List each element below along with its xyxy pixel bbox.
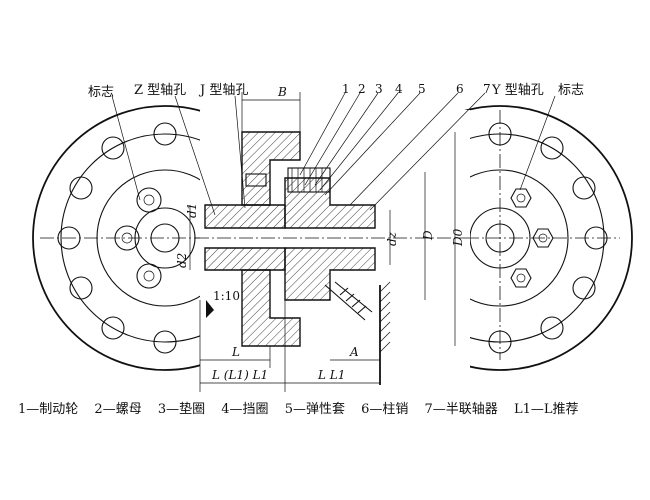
biaozhi-left-label: 标志 [88,85,114,100]
legend-item: 6—柱销 [361,402,409,417]
L-dim-label: L [231,345,240,359]
callout-4: 4 [395,82,403,96]
callout-2: 2 [358,82,366,96]
b-dim-label: B [277,85,287,99]
legend-item: 1—制动轮 [18,402,79,417]
biaozhi-right-label: 标志 [558,83,584,98]
legend-item: 4—挡圈 [221,402,269,417]
legend-item: 5—弹性套 [284,402,345,417]
dz-dim-label: dz [385,231,399,246]
callout-3: 3 [375,82,383,96]
legend-item: 2—螺母 [94,402,142,417]
callout-7: 7 [483,82,491,96]
section-view [189,92,470,392]
D0-dim-label: D0 [451,228,465,247]
legend-item: 7—半联轴器 [424,402,498,417]
y-hole-label: Y 型轴孔 [491,83,544,98]
callout-1: 1 [342,82,350,96]
z-hole-label: Z 型轴孔 [134,83,186,98]
callout-6: 6 [456,82,464,96]
taper-label: 1:10 [213,289,240,303]
A-dim-label: A [349,345,359,359]
D-dim-label: D [421,230,435,241]
j-hole-label: J 型轴孔 [198,83,248,98]
L-left-dim-label: L (L1) L1 [211,368,268,382]
d2-dim-label: d2 [175,253,189,268]
left-flange-end-view-icon [32,105,298,371]
leader-lines [111,92,556,216]
L-right-dim-label: L L1 [317,368,345,382]
legend-item: L1—L推荐 [513,402,579,417]
d1-dim-label: d1 [185,203,199,218]
callout-5: 5 [418,82,426,96]
parts-legend: 1—制动轮 2—螺母 3—垫圈 4—挡圈 5—弹性套 6—柱销 7—半联轴器 L… [18,398,638,417]
legend-item: 3—垫圈 [157,402,206,417]
